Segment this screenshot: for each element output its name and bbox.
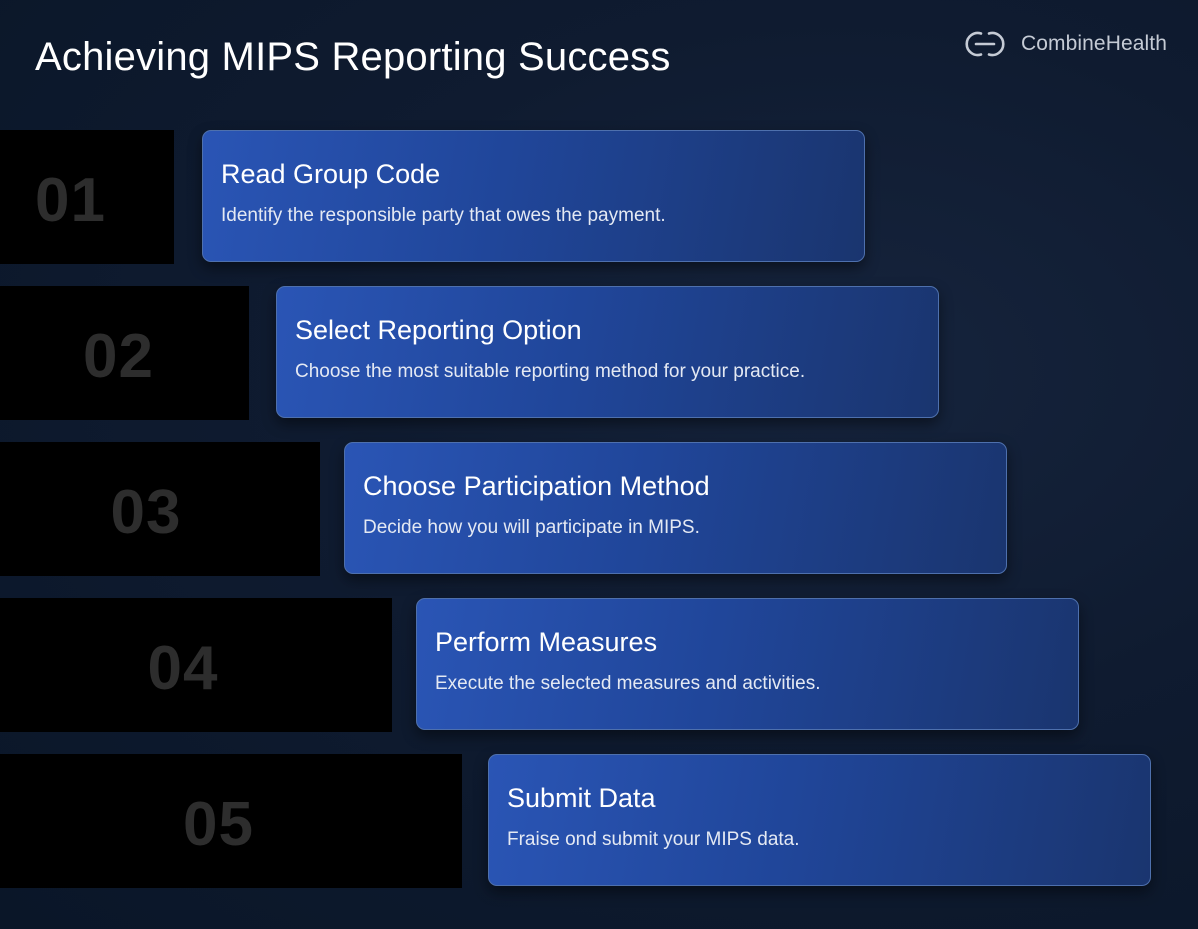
step-number: 01 (35, 166, 106, 235)
step-description: Choose the most suitable reporting metho… (295, 361, 806, 382)
page-title: Achieving MIPS Reporting Success (35, 35, 671, 79)
step-card: Select Reporting Option Choose the most … (276, 286, 939, 418)
combinehealth-logo-icon (965, 31, 1005, 57)
step-number-block (0, 442, 320, 576)
step-number: 02 (83, 322, 154, 391)
step-title: Select Reporting Option (295, 315, 582, 345)
step-description: Identify the responsible party that owes… (221, 205, 666, 226)
step-number-block (0, 598, 392, 732)
step-title: Read Group Code (221, 159, 441, 189)
step-number: 03 (110, 478, 182, 547)
step-card: Perform Measures Execute the selected me… (416, 598, 1079, 730)
step-number: 04 (147, 634, 219, 703)
step-card: Choose Participation Method Decide how y… (344, 442, 1007, 574)
step-number: 05 (183, 790, 254, 859)
brand-name: CombineHealth (1020, 32, 1167, 55)
step-card: Submit Data Fraise ond submit your MIPS … (488, 754, 1151, 886)
step-number-block (0, 754, 462, 888)
step-number-block (0, 130, 174, 264)
step-card: Read Group Code Identify the responsible… (202, 130, 865, 262)
step-title: Perform Measures (435, 627, 658, 657)
brand: CombineHealth (963, 27, 1167, 61)
step-description: Execute the selected measures and activi… (435, 673, 821, 694)
step-description: Fraise ond submit your MIPS data. (507, 829, 800, 850)
step-description: Decide how you will participate in MIPS. (363, 517, 700, 538)
step-number-block (0, 286, 249, 420)
step-title: Choose Participation Method (363, 471, 710, 501)
step-title: Submit Data (507, 783, 656, 813)
